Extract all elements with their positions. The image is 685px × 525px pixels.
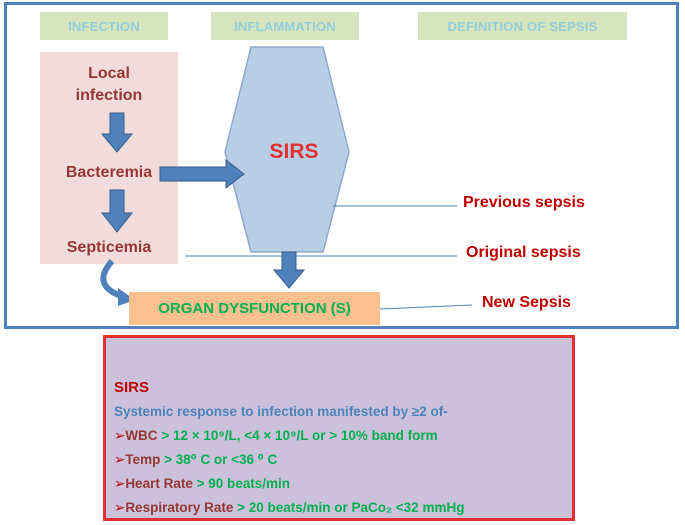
- right-arrow-bacteremia-to-sirs: [159, 158, 245, 190]
- bullet-arrow-icon: ➢: [114, 428, 126, 443]
- diagram-frame: [4, 2, 679, 329]
- criteria-key: Temp: [125, 452, 161, 467]
- criteria-value: > 38⁰ C or <36 ⁰ C: [160, 452, 278, 467]
- header-infection: INFECTION: [40, 12, 168, 40]
- criteria-value: > 20 beats/min or PaCo₂ <32 mmHg: [233, 500, 465, 515]
- criteria-key: Heart Rate: [125, 476, 193, 491]
- criteria-title: SIRS: [114, 379, 150, 396]
- criteria-item-wbc: ➢WBC > 12 × 10⁹/L, <4 × 10⁹/L or > 10% b…: [114, 428, 438, 444]
- down-arrow-bacteremia-to-septicemia: [100, 189, 134, 233]
- criteria-intro: Systemic response to infection manifeste…: [114, 404, 448, 419]
- stage-local-infection-line1: Local: [88, 65, 130, 82]
- header-inflammation: INFLAMMATION: [211, 12, 359, 40]
- down-arrow-sirs-to-organ: [272, 251, 306, 289]
- sirs-hexagon: [224, 46, 350, 253]
- criteria-key: WBC: [125, 428, 158, 443]
- sirs-label: SIRS: [269, 140, 319, 163]
- criteria-item-respiratory-rate: ➢Respiratory Rate > 20 beats/min or PaCo…: [114, 500, 464, 516]
- sirs-criteria-box: SIRS Systemic response to infection mani…: [103, 335, 575, 521]
- bullet-arrow-icon: ➢: [114, 452, 126, 467]
- organ-dysfunction-box: ORGAN DYSFUNCTION (S): [129, 292, 380, 325]
- criteria-key: Respiratory Rate: [125, 500, 234, 515]
- connector-new-sepsis: [379, 304, 473, 310]
- criteria-value: > 90 beats/min: [192, 476, 291, 491]
- header-definition-of-sepsis: DEFINITION OF SEPSIS: [418, 12, 627, 40]
- down-arrow-local-to-bacteremia: [100, 112, 134, 153]
- label-new-sepsis: New Sepsis: [482, 294, 571, 311]
- label-previous-sepsis: Previous sepsis: [463, 194, 585, 211]
- bullet-arrow-icon: ➢: [114, 476, 126, 491]
- stage-bacteremia: Bacteremia: [65, 164, 153, 181]
- bullet-arrow-icon: ➢: [114, 500, 126, 515]
- criteria-item-heart-rate: ➢Heart Rate > 90 beats/min: [114, 476, 290, 492]
- criteria-value: > 12 × 10⁹/L, <4 × 10⁹/L or > 10% band f…: [157, 428, 438, 443]
- infection-panel: [40, 52, 178, 264]
- label-original-sepsis: Original sepsis: [466, 244, 581, 261]
- criteria-item-temp: ➢Temp > 38⁰ C or <36 ⁰ C: [114, 452, 277, 468]
- stage-local-infection-line2: infection: [75, 87, 143, 104]
- stage-septicemia: Septicemia: [66, 239, 152, 256]
